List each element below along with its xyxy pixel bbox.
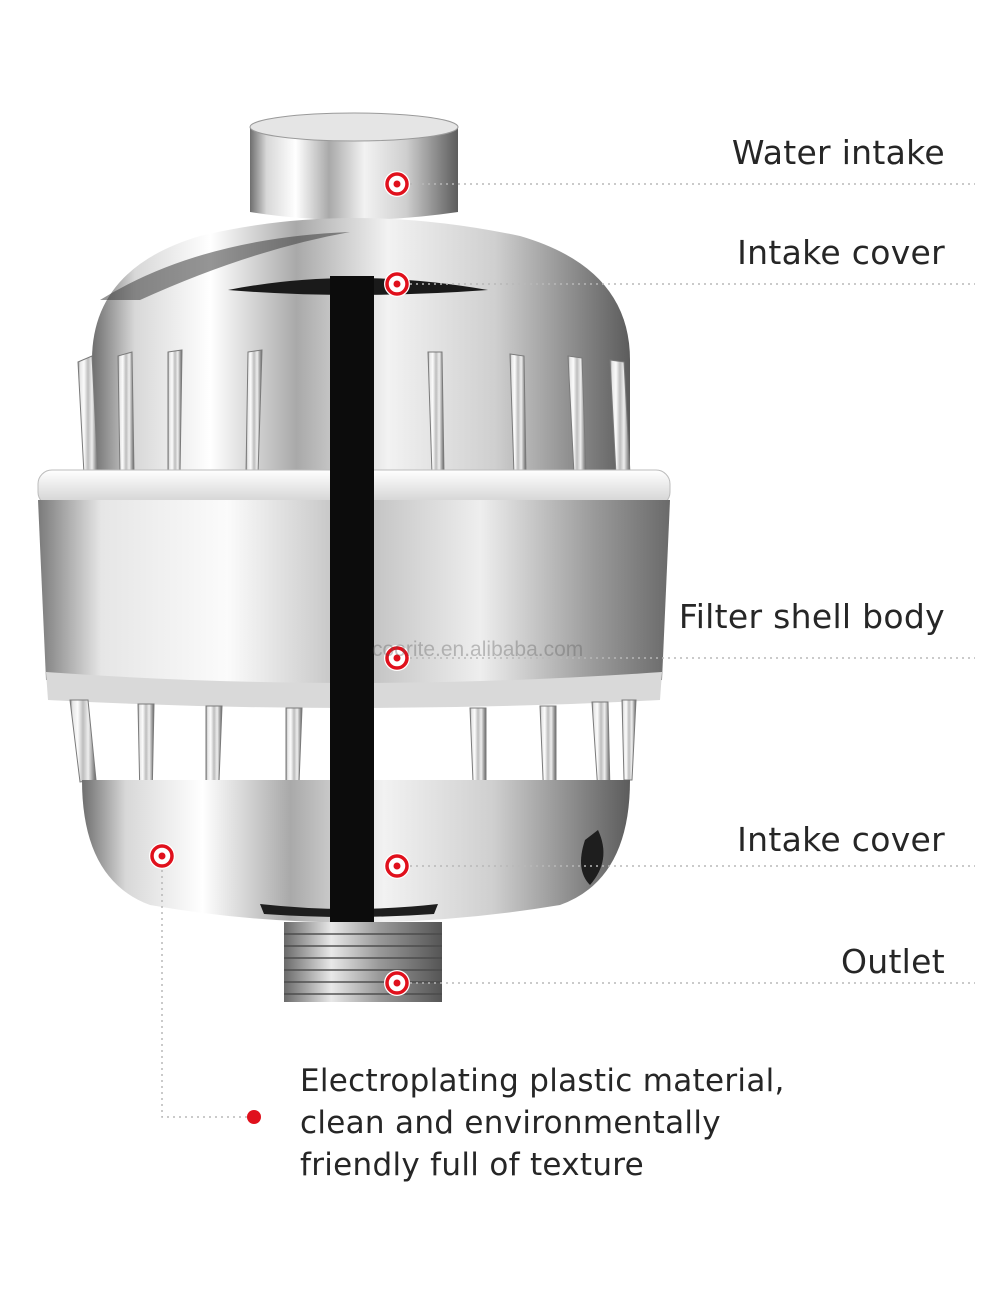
material-note: Electroplating plastic material, clean a…: [300, 1060, 785, 1186]
marker-intake-cover-top: [384, 271, 410, 297]
intake-collar: [250, 120, 458, 220]
outlet-thread: [284, 922, 442, 1002]
label-filter-shell-body: Filter shell body: [678, 597, 945, 636]
label-intake-cover-bottom: Intake cover: [737, 820, 945, 859]
note-bullet: [247, 1110, 261, 1124]
marker-filter-shell-body: [384, 645, 410, 671]
material-note-line-3: friendly full of texture: [300, 1147, 645, 1183]
label-intake-cover-top: Intake cover: [737, 233, 945, 272]
dome-reflection: [100, 232, 350, 300]
center-divider: [330, 276, 374, 922]
watermark: coorite.en.alibaba.com: [372, 638, 584, 661]
material-note-line-1: Electroplating plastic material,: [300, 1063, 785, 1099]
intake-collar-top: [249, 112, 459, 142]
marker-outlet: [384, 970, 410, 996]
bottom-reflection: [581, 830, 604, 885]
leader-lines: [161, 183, 975, 1118]
upper-ribs: [77, 349, 631, 475]
material-note-line-2: clean and environmentally: [300, 1105, 721, 1141]
label-outlet: Outlet: [840, 942, 945, 981]
label-water-intake: Water intake: [731, 133, 945, 172]
marker-intake-cover-bottom: [384, 853, 410, 879]
marker-water-intake: [384, 171, 410, 197]
thread-lines: [284, 933, 442, 995]
marker-material: [149, 843, 175, 869]
